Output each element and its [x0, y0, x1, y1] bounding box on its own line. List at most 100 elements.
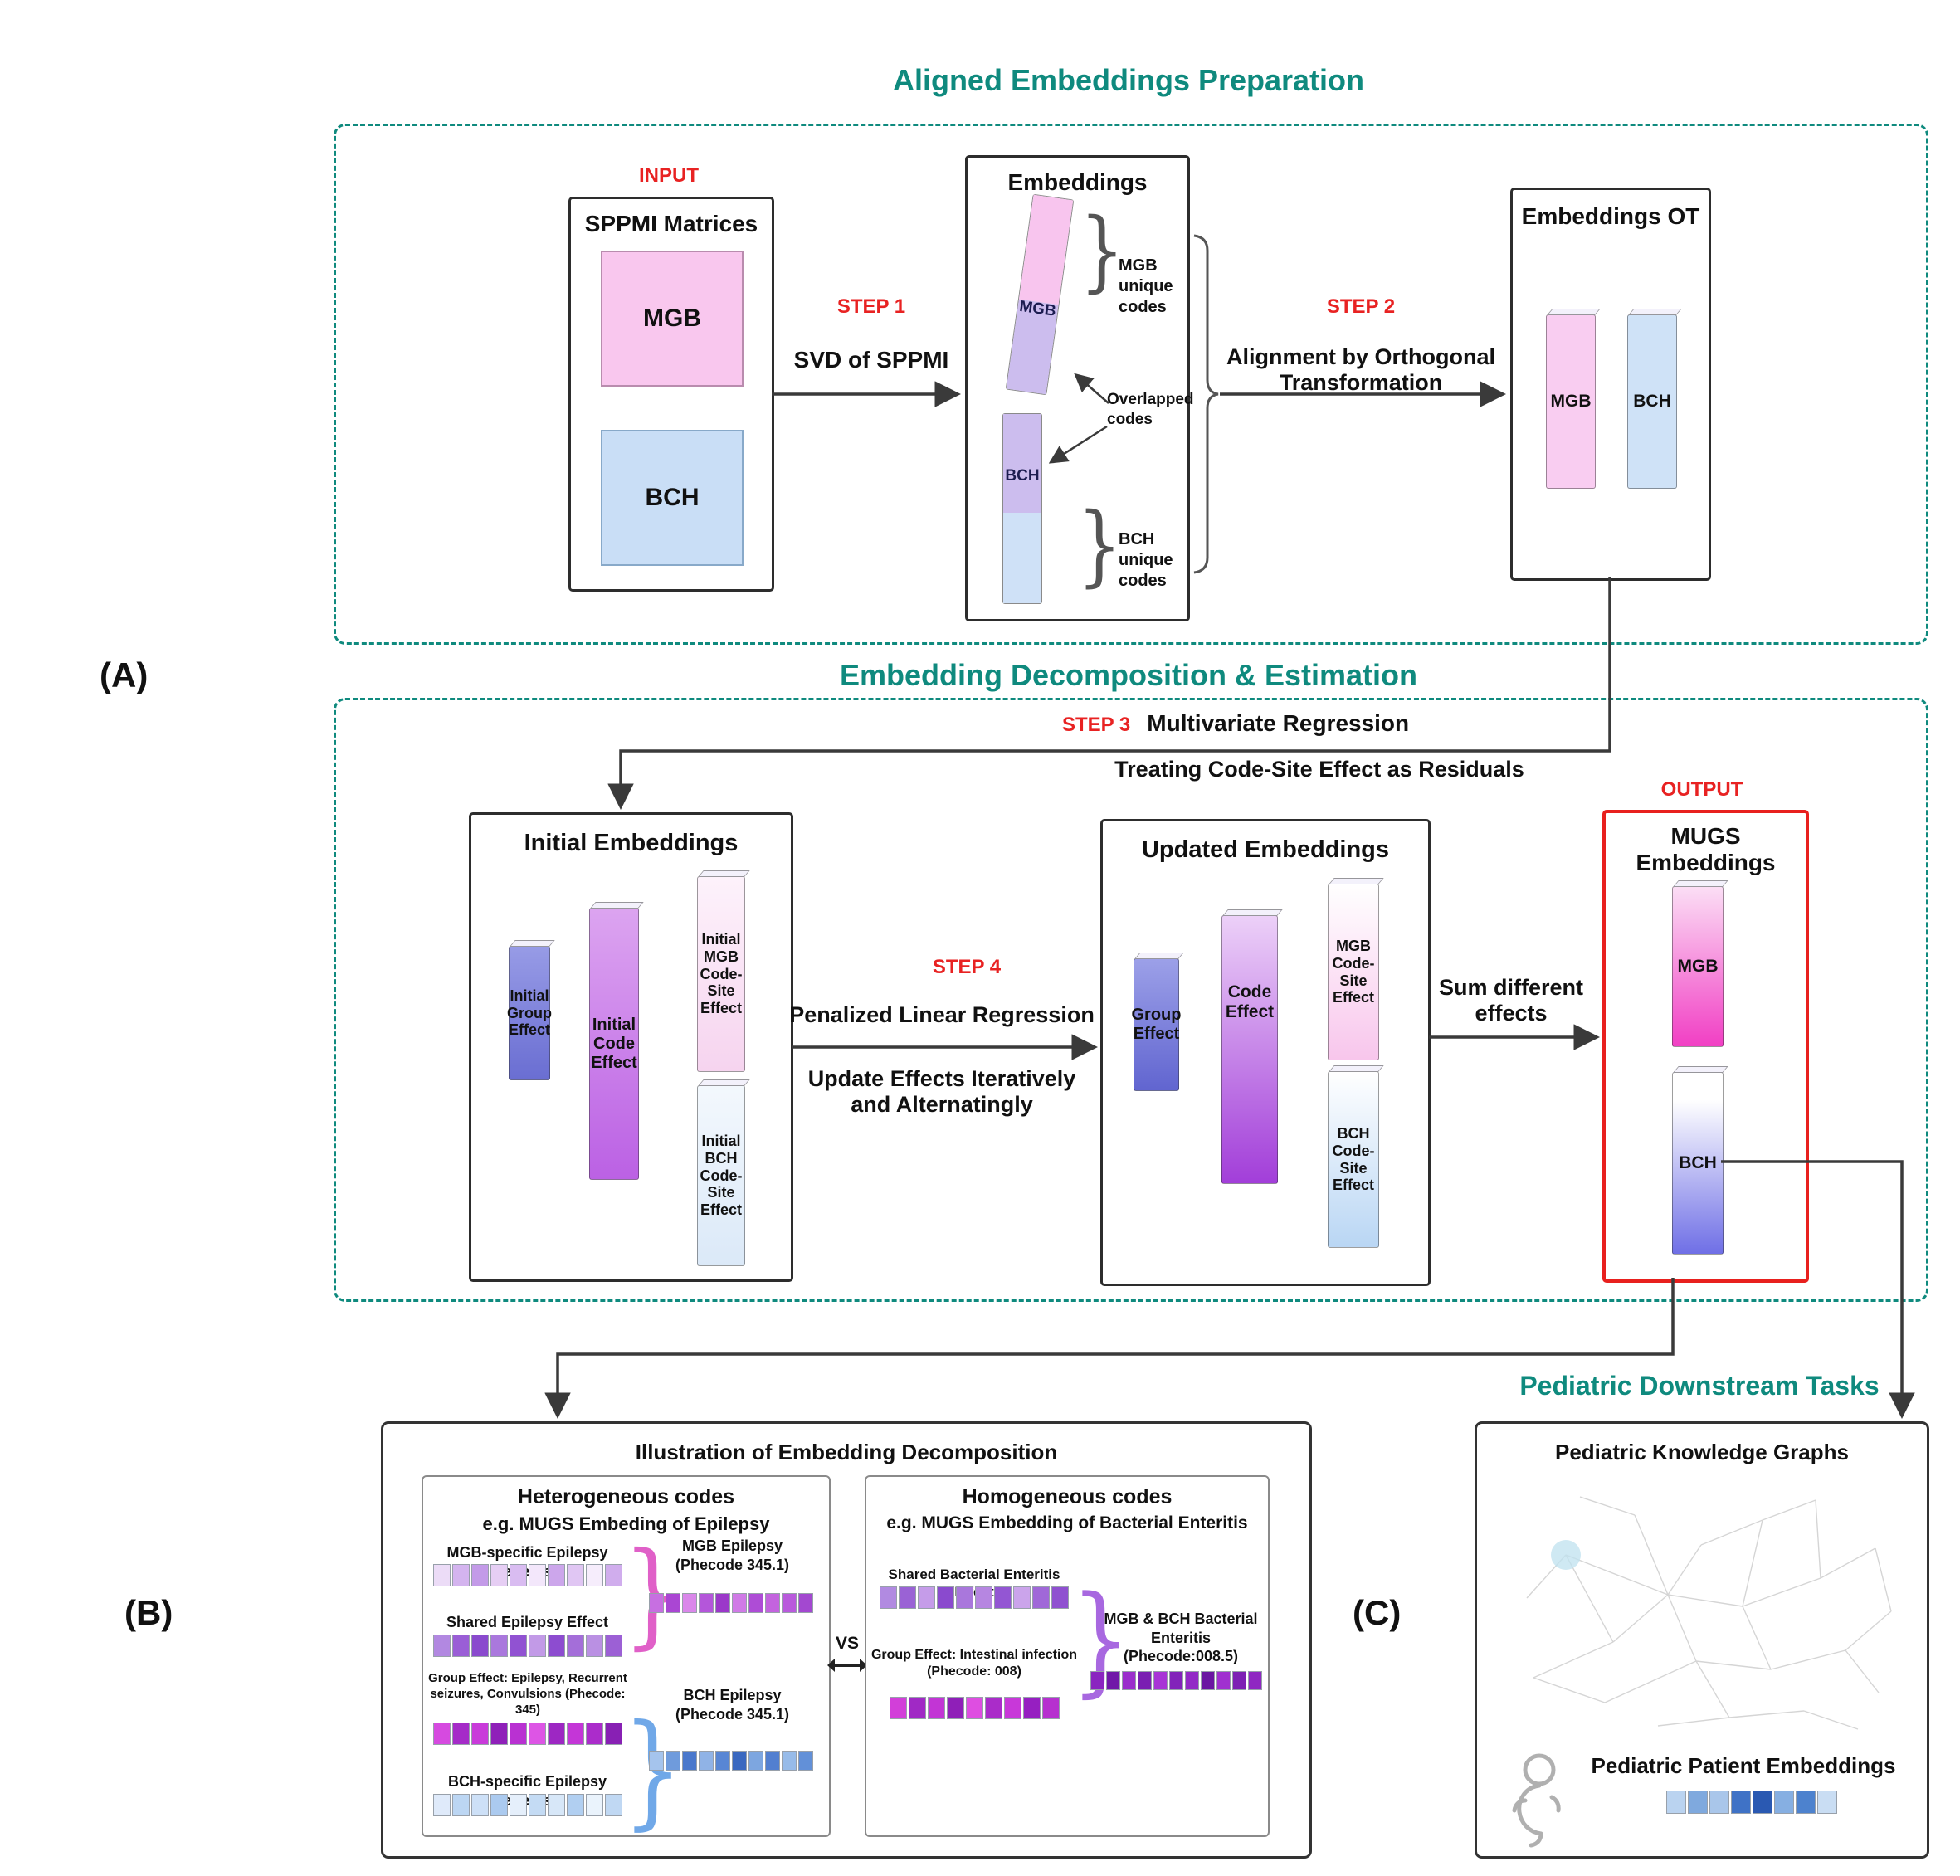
- embedding-cell: [586, 1723, 603, 1745]
- embedding-cell: [798, 1751, 813, 1771]
- step2-label: STEP 2: [1326, 295, 1396, 318]
- embeddings-box: Embeddings MGB BCH } MGB unique codes Ov…: [965, 155, 1194, 621]
- embedding-cell: [1013, 1586, 1031, 1609]
- embedding-cell: [890, 1697, 907, 1719]
- embedding-cell: [715, 1751, 730, 1771]
- graph-edge: [1770, 1649, 1846, 1670]
- group-effect-intestinal-strip: [890, 1697, 1060, 1719]
- alignment-text: Alignment by Orthogonal Transformation: [1226, 344, 1495, 395]
- step1-label: STEP 1: [836, 295, 906, 318]
- bch-epilepsy-strip: [649, 1751, 813, 1771]
- patient-embeddings-title: Pediatric Patient Embeddings: [1591, 1753, 1896, 1778]
- embedding-cell: [1731, 1791, 1751, 1814]
- embedding-cell: [471, 1635, 489, 1657]
- mugs-embeddings-box: MUGS Embeddings MGB BCH: [1602, 810, 1809, 1283]
- embedding-cell: [586, 1564, 603, 1586]
- graph-edge: [1742, 1577, 1821, 1607]
- embedding-cell: [956, 1586, 973, 1609]
- embedding-cell: [918, 1586, 935, 1609]
- embedding-cell: [1169, 1671, 1183, 1690]
- bch-overlap-segment: [1003, 414, 1041, 513]
- embedding-cell: [1051, 1586, 1069, 1609]
- embedding-cell: [567, 1635, 584, 1657]
- embedding-cell: [1774, 1791, 1794, 1814]
- homo-title: Homogeneous codes: [962, 1485, 1173, 1508]
- graph-edge: [1667, 1594, 1697, 1662]
- bch-unique-segment: [1003, 512, 1041, 603]
- embedding-cell: [649, 1593, 664, 1613]
- embedding-cell: [798, 1593, 813, 1613]
- graph-edge: [1657, 1717, 1730, 1727]
- graph-edge: [1533, 1677, 1606, 1703]
- embedding-cell: [1122, 1671, 1136, 1690]
- embedding-cell: [433, 1723, 451, 1745]
- shared-enteritis-strip: [880, 1586, 1069, 1609]
- illustration-title: Illustration of Embedding Decomposition: [635, 1440, 1058, 1464]
- initial-mgb-code-site-bar: Initial MGB Code-Site Effect: [697, 876, 745, 1072]
- embedding-cell: [1232, 1671, 1246, 1690]
- embedding-cell: [1004, 1697, 1021, 1719]
- embedding-cell: [909, 1697, 926, 1719]
- embedding-cell: [433, 1635, 451, 1657]
- hetero-subtitle: e.g. MUGS Embeding of Epilepsy: [482, 1513, 770, 1534]
- mgb-matrix: MGB: [601, 251, 744, 387]
- embedding-cell: [1817, 1791, 1837, 1814]
- ot-bch-bar: BCH: [1627, 314, 1677, 489]
- graph-edge: [1565, 1554, 1614, 1643]
- embedding-cell: [682, 1593, 697, 1613]
- mgb-epilepsy-strip: [649, 1593, 813, 1613]
- embedding-cell: [529, 1635, 546, 1657]
- graph-edge: [1700, 1519, 1763, 1546]
- illustration-box: Illustration of Embedding Decomposition …: [381, 1421, 1312, 1859]
- embedding-cell: [605, 1635, 622, 1657]
- graph-node-halo: [1551, 1540, 1581, 1570]
- bch-group-brace-icon: }: [622, 1708, 683, 1834]
- embedding-cell: [782, 1751, 797, 1771]
- graph-edge: [1612, 1594, 1669, 1643]
- embedding-cell: [452, 1723, 470, 1745]
- embedding-cell: [1688, 1791, 1708, 1814]
- embedding-cell: [1090, 1671, 1104, 1690]
- initial-code-effect-bar: Initial Code Effect: [589, 908, 639, 1180]
- graph-edge: [1845, 1610, 1892, 1651]
- graph-edge: [1762, 1499, 1816, 1521]
- sppmi-matrices-box: SPPMI Matrices MGB BCH: [568, 197, 774, 592]
- embedding-cell: [1185, 1671, 1199, 1690]
- embedding-cell: [682, 1751, 697, 1771]
- embedding-cell: [586, 1635, 603, 1657]
- embedding-cell: [699, 1593, 714, 1613]
- embedding-cell: [548, 1723, 565, 1745]
- embedding-cell: [529, 1723, 546, 1745]
- graph-edge: [1728, 1710, 1805, 1718]
- embedding-cell: [471, 1794, 489, 1816]
- embedding-cell: [605, 1794, 622, 1816]
- embedding-cell: [452, 1635, 470, 1657]
- graph-edge: [1815, 1499, 1821, 1579]
- embeddings-ot-title: Embeddings OT: [1521, 203, 1700, 229]
- bch-code-site-bar: BCH Code-Site Effect: [1328, 1071, 1379, 1248]
- step3-label: STEP 3: [1062, 714, 1131, 736]
- embedding-cell: [748, 1593, 763, 1613]
- embedding-cell: [765, 1593, 780, 1613]
- penalized-regression-text: Penalized Linear Regression: [789, 1002, 1095, 1027]
- bch-stacked-bar: BCH: [1002, 413, 1042, 604]
- embedding-cell: [985, 1697, 1002, 1719]
- embedding-cell: [994, 1586, 1012, 1609]
- embedding-cell: [1106, 1671, 1120, 1690]
- mgb-specific-strip: [433, 1564, 622, 1586]
- embeddings-ot-box: Embeddings OT MGB BCH: [1510, 188, 1711, 581]
- graph-edge: [1820, 1547, 1876, 1579]
- group-effect-epilepsy-label: Group Effect: Epilepsy, Recurrent seizur…: [428, 1671, 627, 1717]
- embedding-cell: [732, 1751, 747, 1771]
- embedding-cell: [605, 1723, 622, 1745]
- mgb-tilted-bar: MGB: [1005, 193, 1075, 396]
- pediatric-box: Pediatric Knowledge Graphs Pediatric Pat…: [1475, 1421, 1929, 1859]
- embedding-cell: [452, 1794, 470, 1816]
- multivariate-regression-text: Multivariate Regression: [1147, 710, 1410, 736]
- embedding-cell: [880, 1586, 897, 1609]
- embedding-cell: [567, 1564, 584, 1586]
- graph-edge: [1742, 1606, 1772, 1670]
- embedding-cell: [471, 1723, 489, 1745]
- embeddings-title: Embeddings: [1007, 169, 1148, 195]
- embedding-cell: [510, 1794, 527, 1816]
